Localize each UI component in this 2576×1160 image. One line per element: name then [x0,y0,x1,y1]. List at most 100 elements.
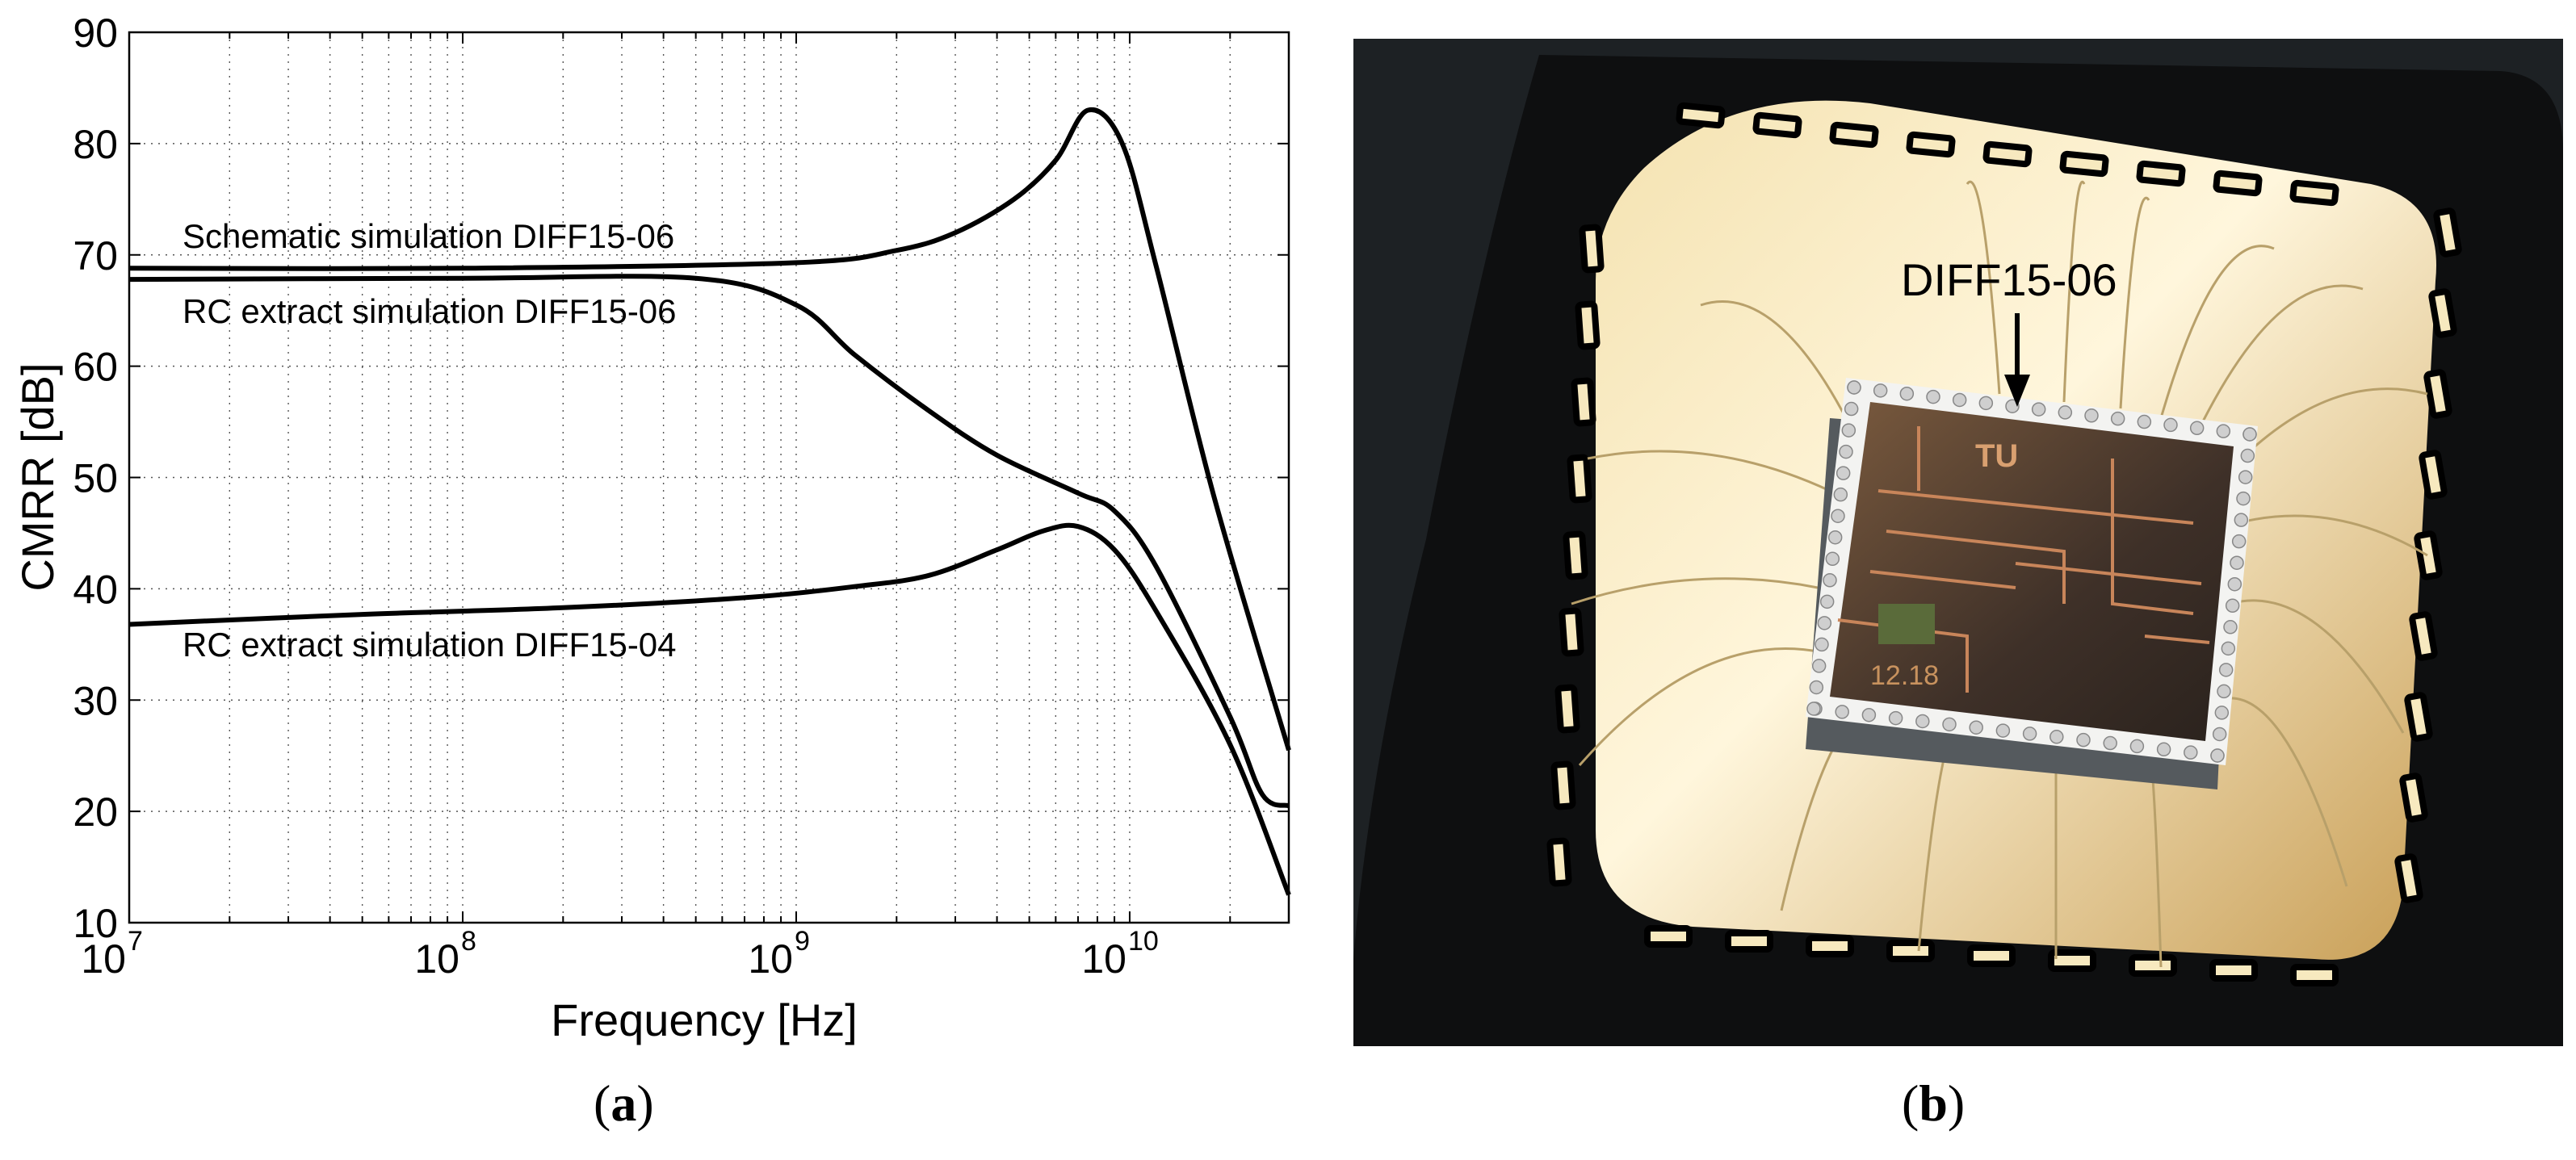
die-pad [1811,659,1827,673]
x-axis-label: Frequency [Hz] [551,995,858,1045]
die-pad [2031,402,2046,417]
y-tick-label: 10 [73,901,118,946]
package-pad [1829,121,1879,149]
die-pad [1806,701,1821,716]
package-pad [2059,150,2109,178]
package-pad [2404,692,2433,742]
package-pad [1575,300,1601,350]
die-logo: TU [1975,438,2018,474]
die-pad [2227,576,2242,592]
die-pad [1823,573,1837,588]
annotation-rc-extract-diff15-06: RC extract simulation DIFF15-06 [183,292,677,330]
die-pad [2058,405,2073,420]
chip-photo: TU 12.18 DIFF15-06 [1353,39,2563,1046]
die-pad [2231,534,2247,549]
die-pad [1969,720,1983,735]
package-pad [2136,160,2186,187]
die-pad [2217,684,2231,699]
package-pad [2409,611,2438,661]
die-pad [2210,748,2225,763]
package-pad [1563,530,1588,580]
x-tick-label-base: 10 [81,936,126,982]
die-pad [2076,732,2091,748]
series-line-3 [128,522,1291,896]
package-pad [1571,377,1596,427]
die-pad [1835,705,1849,719]
die-pad [2221,641,2236,656]
die-trace [1869,570,2016,589]
package-pad [2399,773,2428,823]
die-pad [2163,417,2178,433]
package-pad [2048,949,2096,972]
bond-wire [2237,514,2428,557]
grid [129,32,1289,923]
die-pad [2225,598,2240,614]
die-pad [2236,491,2251,506]
caption-letter-a: a [610,1074,637,1132]
package-pad [2394,853,2423,903]
die-pad [2238,470,2253,484]
series-lines [128,107,1291,896]
y-axis-label: CMRR [dB] [12,362,63,591]
package-bond-pads [1546,102,2462,986]
die-pad [1942,717,1957,732]
die-pad [2218,663,2234,677]
label-arrow [2004,313,2030,407]
die-pad [1839,444,1853,459]
package-pad [1676,102,1726,129]
series-line-2 [128,274,1290,809]
package-pad [2419,450,2448,500]
die-block [1878,604,1935,644]
die-pad [1809,680,1824,695]
die-pad [1861,707,1877,722]
die-pad [2216,424,2231,438]
die-pad [2103,735,2117,751]
die-marking: 12.18 [1870,660,1939,691]
bond-wire [2119,196,2150,409]
bond-wire [2217,697,2348,887]
bond-wire [2200,284,2364,425]
die-pad [1827,530,1843,545]
annotation-rc-extract-diff15-04: RC extract simulation DIFF15-04 [183,626,677,664]
package-pad [2129,954,2177,977]
die-pad [1819,594,1835,609]
x-tick-label-exponent: 10 [1128,926,1159,957]
die-pad [1831,509,1845,523]
die-pad [1836,466,1851,480]
die-pad [1995,723,2011,738]
die-pad [1899,386,1915,401]
die-pad [1847,380,1861,395]
package-pad [2433,207,2462,258]
bond-wire [1578,647,1823,766]
die-pad [1926,389,1940,404]
die-pad [2230,555,2244,570]
bond-wire [1966,180,2001,395]
die-pad [1825,551,1840,567]
x-tick-label-base: 10 [748,936,793,982]
die-pad [1978,396,1994,411]
die-pad [2156,742,2171,757]
chip-photo-illustration: TU 12.18 DIFF15-06 [1353,39,2563,1046]
die-pad [2240,448,2255,463]
die-pad [1817,616,1832,630]
die-pad [2212,727,2227,742]
y-tick-label: 80 [73,122,118,167]
die-pad [2234,513,2249,527]
die-trace [2015,562,2202,585]
die-pad [2129,739,2145,754]
y-tick-label: 50 [73,456,118,501]
package-pad [2290,964,2339,986]
die-core [1830,402,2234,741]
die-trace [2144,634,2210,644]
annotation-schematic-diff15-06: Schematic simulation DIFF15-06 [183,217,674,255]
bond-wire [2159,245,2275,419]
bond-wire [1571,577,1819,605]
package-pad [1554,684,1580,734]
subfigure-caption-a: (a) [594,1074,654,1132]
package-pad [2289,179,2339,207]
die-pad [1888,710,1903,726]
package-pad [1546,837,1572,887]
die-pad [2084,408,2099,423]
die-trace [2111,459,2194,615]
